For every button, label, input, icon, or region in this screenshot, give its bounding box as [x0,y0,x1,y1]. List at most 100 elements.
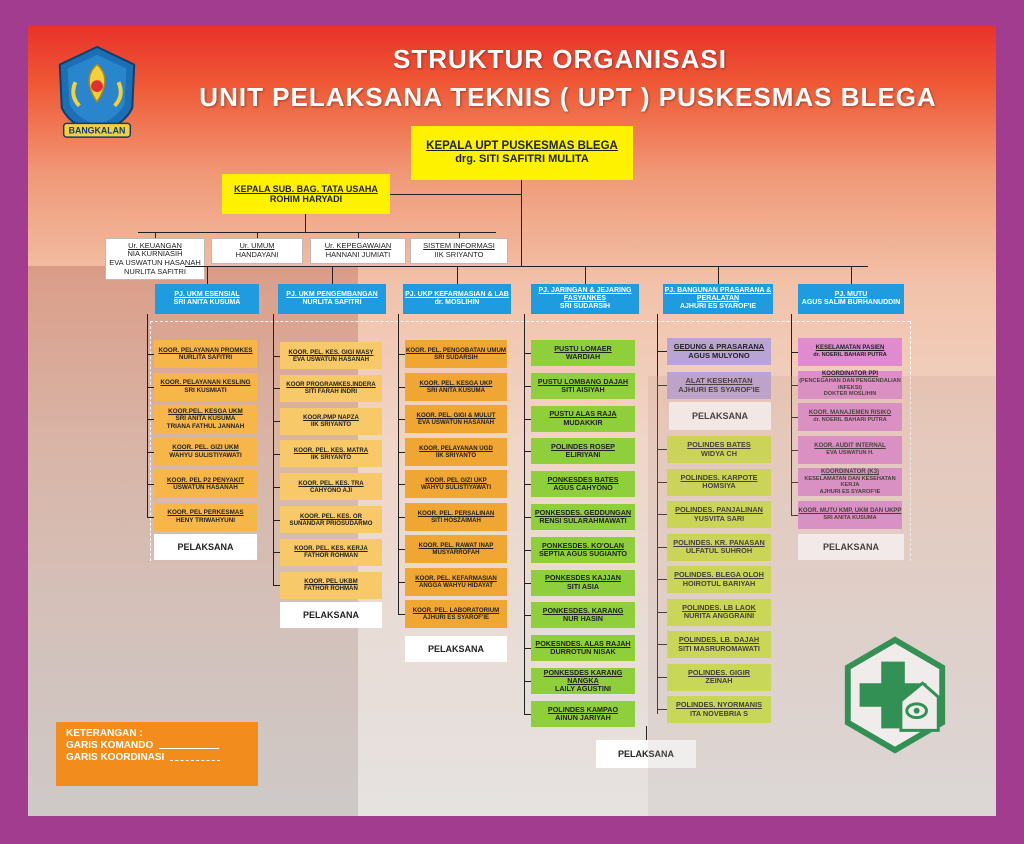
command-line [185,266,868,267]
col5a-item-title: GEDUNG & PRASARANA [673,341,765,351]
unit-box-title: SISTEM INFORMASI [423,241,495,251]
command-line [524,648,531,650]
pj-box-name: AJHURI ES SYAROF'IE [679,303,757,311]
pelaksana-box: PELAKSANA [405,636,507,662]
command-line [524,418,531,420]
col2-item-title: KOOR. PEL. KES. OR [300,512,362,520]
command-line [147,516,154,518]
col5-item-name: ITA NOVEBRIA S [689,708,749,718]
legend-koordinasi-label: GARIS KOORDINASI [66,752,165,763]
command-line [147,484,154,485]
dashed-line-sample [170,759,221,761]
col6-item-title: KOORDINATOR (K3) [820,468,880,475]
col2-item-name: IIK SRIYANTO [310,421,352,429]
col2-item-name: EVA USWATUN HASANAH [292,355,370,363]
col6-item: KOORDINATOR PPI(PENCEGAHAN DAN PENGENDAL… [798,370,902,399]
col5-item-name: HOMSIYA [702,481,736,490]
command-line [524,451,531,453]
pj-box-title: PJ. UKP KEFARMASIAN & LAB [405,290,509,298]
col4-item-name: NUR HASIN [563,614,603,624]
command-line [358,232,359,238]
col4-item-title: PONKESDES. GEDDUNGAN [534,507,632,517]
command-line [657,385,667,386]
col1-item-title: KOOR. PELAYANAN KESLING [160,379,251,387]
col2-item-title: KOOR. PEL. KES. KERJA [294,545,368,553]
col6-item-name: KESELAMATAN DAN KESEHATAN KERJA [804,475,896,489]
col1-item-title: KOOR.PEL. KESGA UKM [168,408,243,416]
col1-item-name: WAHYU SULISTIYAWATI [169,451,242,459]
command-line [791,514,798,516]
col4-item-name: AINUN JARIYAH [555,712,611,722]
col1-item-name: TRIANA FATHUL JANNAH [166,422,245,430]
command-line [657,644,667,645]
col5-item-title: POLINDES. KARPOTE [680,472,758,482]
coordination-line [910,321,911,561]
command-line [398,549,405,550]
col5-item-title: POLINDES. PANJALINAN [675,505,763,515]
col2-item-name: IIK SRIYANTO [310,453,352,461]
command-line [332,266,333,284]
col4-item-title: PONKESDES KAJJAN [545,573,621,583]
col3-item-name: SRI ANITA KUSUMA [427,386,485,394]
col4-item-name: SITI ASIA [566,581,600,591]
command-line [273,421,280,423]
col1-item-title: KOOR. PELAYANAN PROMKES [158,346,253,354]
unit-box-title: Ur. KEUANGAN [128,240,182,250]
col1-item-name: SRI KUSMIATI [184,386,227,394]
col1-item-name: USWATUN HASANAH [173,484,238,491]
org-chart-canvas: BANGKALAN STRUKTUR ORGANISASI UNIT PELAK… [28,26,996,816]
col4-item-title: PUSTU LOMBANG DAJAH [537,376,629,386]
col5-item-title: POLINDES. NYORMANIS [676,700,762,710]
command-line [273,585,280,587]
pelaksana-box: PELAKSANA [280,602,382,628]
col3-item-name: MUSYARROFAH [432,549,480,556]
tu-box-title: KEPALA SUB. BAG. TATA USAHA [234,183,378,194]
command-line [398,386,405,388]
unit-box-name: HANDAYANI [235,250,279,259]
command-line [524,549,531,551]
legend-title: KETERANGAN : [66,728,143,739]
command-line [657,514,667,515]
col2-item-title: KOOR PROGRAMKES.INDERA [286,381,376,389]
command-line [273,486,280,488]
pj-box-title: PJ. UKM PENGEMBANGAN [286,290,378,298]
command-line [398,484,405,485]
col2-item-title: KOOR. PEL. KES. TRA [298,479,364,487]
col3-item-name: IIK SRIYANTO [435,451,477,459]
unit-box-name: NIA KURNIASIH [127,249,183,259]
col1-item-title: KOOR. PEL P2 PENYAKIT [167,476,244,484]
col4-item-name: MUDAKKIR [563,417,603,427]
command-line [398,354,405,355]
col5-item-name: ZEINAH [705,676,733,685]
col5-item-title: POLINDES. LB LAOK [682,602,756,612]
command-line [457,266,458,284]
col5a-item-name: AGUS MULYONO [688,350,750,360]
pj-box-title: PJ. JARINGAN & JEJARING FASYANKES [538,286,632,302]
col1-item-name: SRI ANITA KUSUMA [175,415,236,423]
command-line [791,384,798,386]
col2-item-name: FATHOR ROHMAN [304,552,358,560]
col2-item-title: KOOR.PMP NAPZA [303,414,359,422]
col3-item-name: WAHYU SULISTIYAWATI [420,484,492,491]
command-line [657,351,667,352]
command-line [147,314,148,517]
